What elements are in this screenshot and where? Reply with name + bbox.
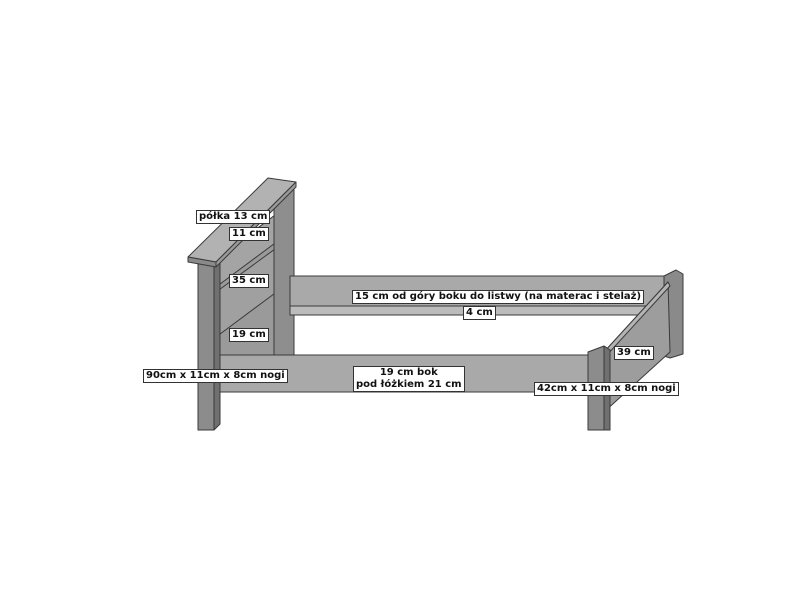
front-rail-label: 19 cm bok pod łóżkiem 21 cm (353, 366, 465, 392)
front-rail-label-line2: pod łóżkiem 21 cm (356, 379, 462, 390)
head-bottom-board-label: 19 cm (229, 328, 269, 342)
slat-ledge-label: 4 cm (463, 306, 496, 320)
head-top-board-label: 11 cm (229, 227, 269, 241)
headboard-front-leg (197, 261, 215, 431)
back-rail-label: 15 cm od góry boku do listwy (na materac… (352, 290, 645, 304)
headboard-back-leg (273, 181, 295, 356)
head-legs-label: 90cm x 11cm x 8cm nogi (143, 369, 288, 383)
front-rail-label-line1: 19 cm bok (379, 367, 438, 378)
head-middle-board-label: 35 cm (229, 274, 269, 288)
shelf-front-edge (215, 181, 297, 268)
headboard-front-leg-side (213, 257, 221, 431)
foot-legs-label: 42cm x 11cm x 8cm nogi (534, 382, 679, 396)
shelf-label: półka 13 cm (196, 210, 271, 224)
foot-board-label: 39 cm (614, 346, 654, 360)
